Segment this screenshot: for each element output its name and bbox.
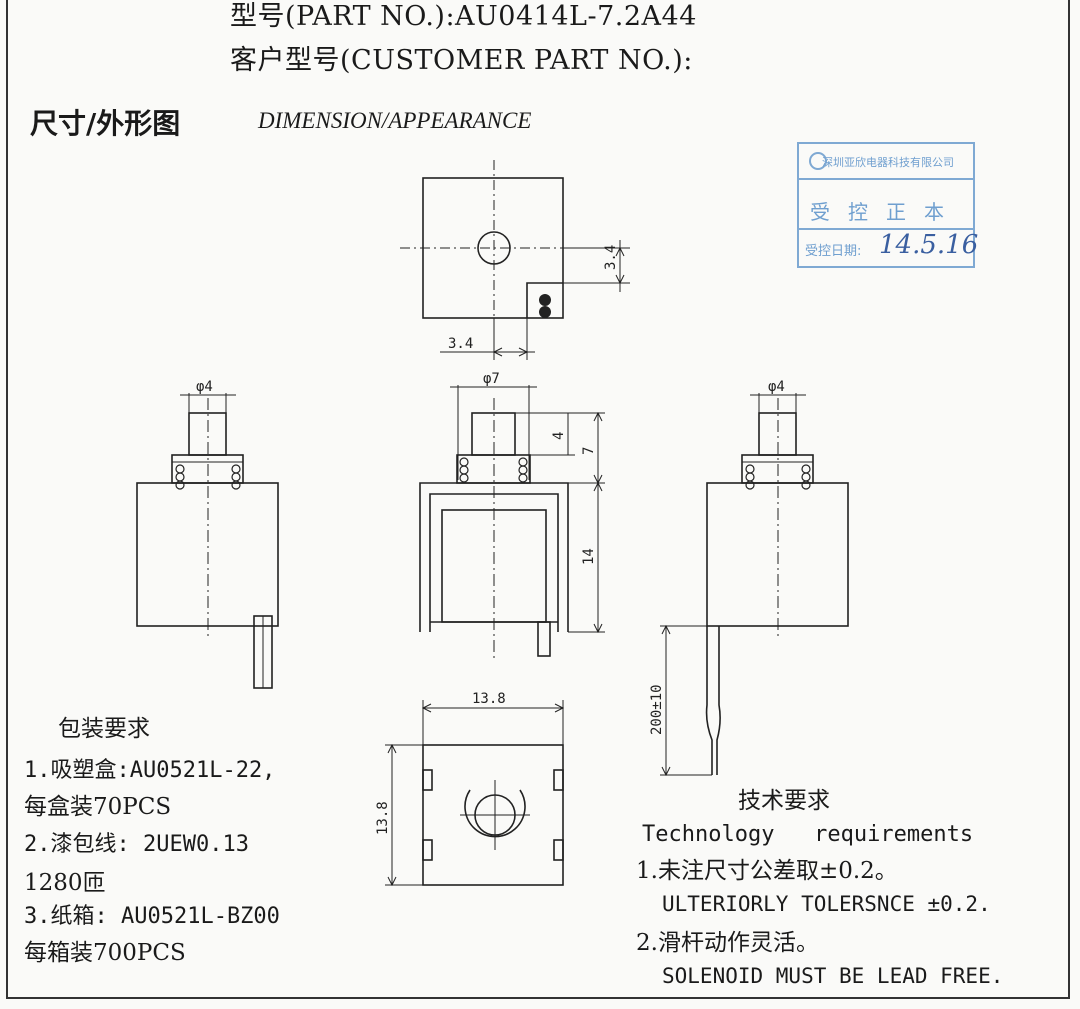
section-title-en: DIMENSION/APPEARANCE — [258, 108, 532, 133]
section-title-cn: 尺寸/外形图 — [30, 107, 181, 140]
company-logo-icon — [809, 152, 827, 170]
dim-front-14: 14 — [581, 548, 597, 565]
packaging-line-4: 1280匝 — [24, 870, 106, 896]
tech-item-1-en: ULTERIORLY TOLERSNCE ±0.2. — [662, 892, 991, 916]
dim-top-horizontal: 3.4 — [448, 336, 473, 352]
dim-right-diameter: φ4 — [768, 379, 785, 395]
stamp-divider — [799, 228, 973, 230]
top-view — [400, 160, 630, 360]
packaging-line-1: 1.吸塑盒:AU0521L-22, — [24, 758, 276, 783]
stamp-company: 深圳亚欣电器科技有限公司 — [822, 156, 954, 169]
front-view — [419, 385, 605, 660]
dim-lead-length: 200±10 — [649, 684, 665, 735]
right-side-view — [660, 393, 849, 777]
bottom-view — [385, 700, 565, 887]
customer-part-number: 客户型号(CUSTOMER PART NO.): — [230, 45, 693, 76]
tech-item-2-en: SOLENOID MUST BE LEAD FREE. — [662, 964, 1004, 988]
sheet-frame — [6, 0, 1070, 999]
dim-front-diameter: φ7 — [483, 371, 500, 387]
dim-bottom-width: 13.8 — [472, 691, 506, 707]
tech-item-2-cn: 2.滑杆动作灵活。 — [636, 930, 819, 956]
stamp-divider — [799, 178, 973, 180]
tech-title-en: Technology requirements — [642, 822, 974, 847]
packaging-line-6: 每箱装700PCS — [24, 940, 186, 966]
part-number: 型号(PART NO.):AU0414L-7.2A44 — [230, 1, 697, 32]
packaging-title: 包装要求 — [58, 716, 150, 742]
dim-left-diameter: φ4 — [196, 379, 213, 395]
packaging-line-3: 2.漆包线: 2UEW0.13 — [24, 832, 249, 857]
stamp-date-label: 受控日期: — [805, 244, 862, 259]
controlled-copy-stamp: 深圳亚欣电器科技有限公司 受控正本 受控日期: 14.5.16 — [797, 142, 979, 268]
packaging-line-2: 每盒装70PCS — [24, 794, 172, 820]
dim-front-7: 7 — [581, 447, 597, 455]
dim-bottom-height: 13.8 — [375, 801, 391, 835]
stamp-handwritten-date: 14.5.16 — [879, 230, 979, 260]
dim-top-vertical: 3.4 — [603, 245, 619, 270]
left-side-view — [136, 393, 279, 689]
dim-front-4: 4 — [551, 432, 567, 440]
stamp-status: 受控正本 — [810, 200, 962, 224]
packaging-line-5: 3.纸箱: AU0521L-BZ00 — [24, 904, 280, 929]
tech-title-cn: 技术要求 — [738, 788, 830, 814]
tech-item-1-cn: 1.未注尺寸公差取±0.2。 — [636, 858, 898, 884]
